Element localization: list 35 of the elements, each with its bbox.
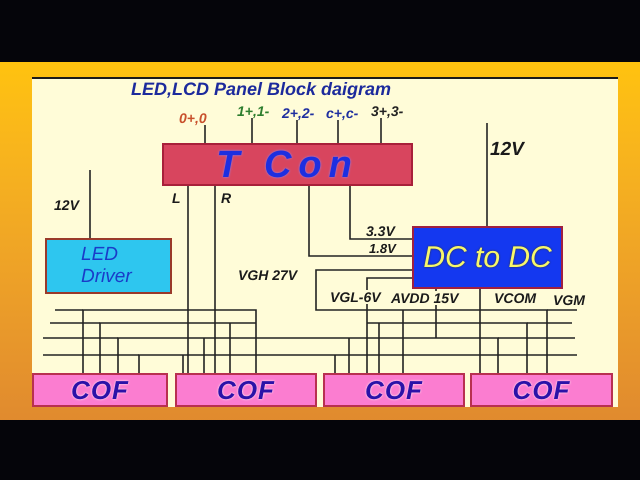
diagram-title: LED,LCD Panel Block daigram: [131, 80, 392, 98]
chip-on-film-block: COF: [323, 373, 465, 407]
edge-label: VCOM: [494, 291, 536, 305]
wire: [187, 186, 189, 373]
wire: [214, 186, 216, 373]
wire: [89, 170, 91, 238]
wire: [308, 186, 412, 257]
converter-block: DC to DC: [412, 226, 563, 289]
driver-block: LED Driver: [45, 238, 172, 294]
signal-label: 3+,3-: [371, 104, 404, 118]
edge-label: 3.3V: [366, 224, 395, 238]
wire: [82, 309, 257, 374]
signal-label: 2+,2-: [282, 106, 314, 120]
edge-label: 1.8V: [369, 242, 396, 255]
chip-on-film-block: COF: [32, 373, 168, 407]
edge-label: R: [221, 191, 232, 205]
wire: [380, 118, 382, 143]
signal-label: 0+,0: [179, 111, 207, 125]
wire: [337, 120, 339, 143]
signal-label: 1+,1-: [237, 104, 270, 118]
edge-label: AVDD 15V: [391, 291, 458, 305]
controller-block: T Con: [162, 143, 413, 186]
chip-on-film-block: COF: [175, 373, 317, 407]
signal-label: c+,c-: [326, 106, 358, 120]
wire: [204, 125, 206, 143]
chip-on-film-block: COF: [470, 373, 613, 407]
wire: [251, 118, 253, 143]
edge-label: VGL-6V: [330, 290, 381, 304]
wire: [486, 123, 488, 226]
edge-label: VGH 27V: [238, 268, 298, 282]
edge-label: L: [172, 191, 181, 205]
wire: [366, 277, 528, 374]
edge-label: 12V: [54, 198, 79, 212]
wire: [296, 120, 298, 143]
wire: [349, 186, 412, 240]
